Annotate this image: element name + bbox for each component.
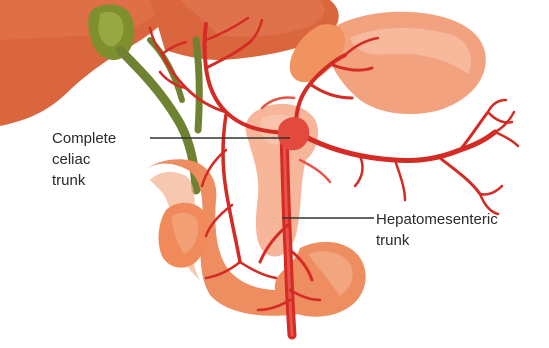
celiac-label-line-1: Complete (52, 130, 116, 147)
celiac-label-line-2: celiac (52, 151, 91, 168)
hepatomesenteric-label-line-1: Hepatomesenteric (376, 211, 498, 228)
hepatomesenteric-label-line-2: trunk (376, 232, 410, 249)
celiac-label-line-3: trunk (52, 172, 86, 189)
